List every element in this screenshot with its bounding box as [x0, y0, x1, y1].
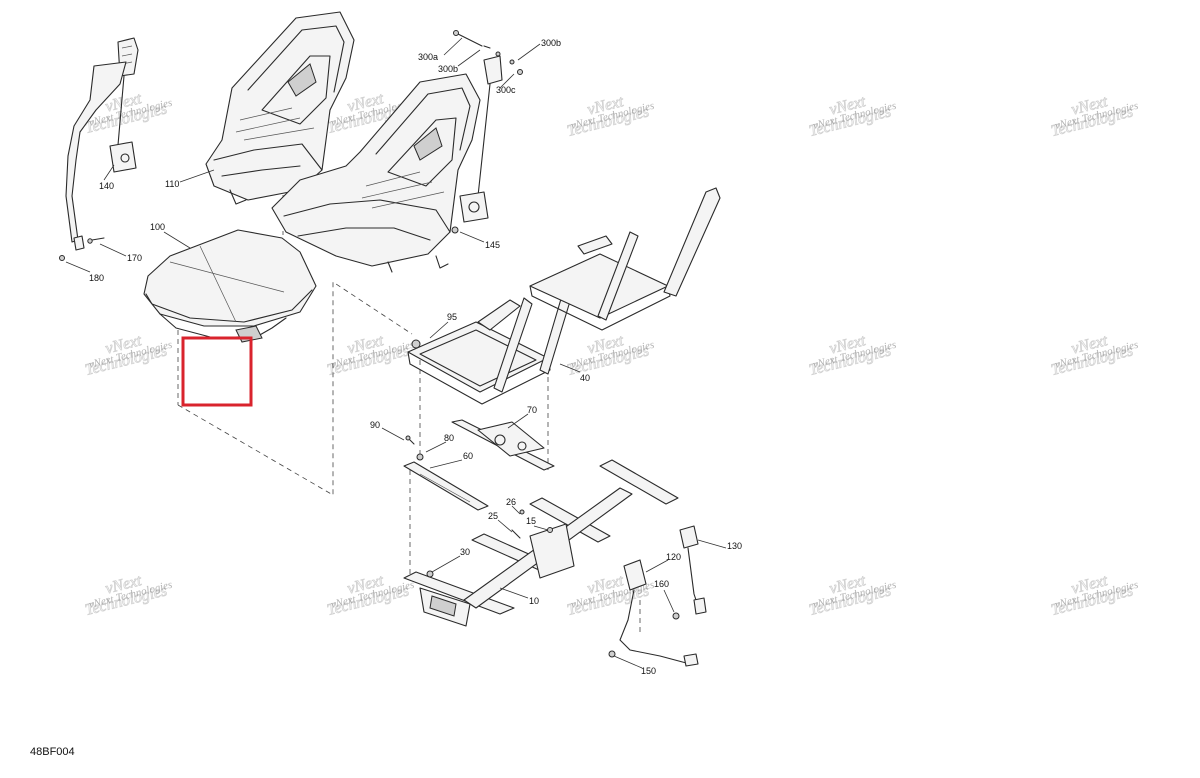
buckle-130 — [672, 525, 707, 620]
bolts-170-180 — [59, 237, 105, 261]
watermark: vNext Technologies vNext Technologies — [325, 572, 416, 620]
callout-80: 80 — [444, 433, 454, 443]
watermark: vNext Technologies vNext Technologies — [807, 572, 898, 620]
watermark: vNext Technologies vNext Technologies — [1049, 93, 1140, 141]
watermark: vNext Technologies vNext Technologies — [83, 572, 174, 620]
callout-30: 30 — [460, 547, 470, 557]
callout-130: 130 — [727, 541, 742, 551]
callouts: 300a 300b 300b 300c 140 110 100 170 180 … — [89, 38, 742, 676]
watermark: vNext Technologies vNext Technologies — [1049, 572, 1140, 620]
callout-95: 95 — [447, 312, 457, 322]
watermark: vNext Technologies vNext Technologies — [83, 332, 174, 380]
callout-40: 40 — [580, 373, 590, 383]
callout-150: 150 — [641, 666, 656, 676]
callout-160: 160 — [654, 579, 669, 589]
seat-right — [271, 73, 481, 273]
callout-120: 120 — [666, 552, 681, 562]
bolts-300 — [453, 30, 523, 75]
seat-left — [205, 11, 355, 205]
callout-100: 100 — [150, 222, 165, 232]
highlight-box — [181, 336, 253, 407]
callout-145: 145 — [485, 240, 500, 250]
callout-110: 110 — [165, 179, 179, 189]
callout-140: 140 — [99, 181, 114, 191]
watermark: vNext Technologies vNext Technologies — [325, 332, 416, 380]
callout-70: 70 — [527, 405, 537, 415]
buckle-120 — [608, 559, 699, 667]
callout-25: 25 — [488, 511, 498, 521]
callout-170: 170 — [127, 253, 142, 263]
callout-180: 180 — [89, 273, 104, 283]
seat-belt-left — [65, 37, 139, 251]
upper-frame — [407, 187, 721, 405]
callout-60: 60 — [463, 451, 473, 461]
callout-10: 10 — [529, 596, 539, 606]
seat-cushion — [143, 229, 317, 343]
callout-15: 15 — [526, 516, 536, 526]
watermark: vNext Technologies vNext Technologies — [807, 332, 898, 380]
watermark: vNext Technologies vNext Technologies — [565, 93, 656, 141]
slide-rail-70 — [451, 419, 555, 471]
retractor-right — [451, 55, 503, 234]
leader-lines — [65, 37, 727, 669]
diagram-code: 48BF004 — [30, 746, 75, 758]
callout-26: 26 — [506, 497, 516, 507]
callout-90: 90 — [370, 420, 380, 430]
callout-300c: 300c — [496, 85, 516, 95]
slide-rail-60 — [403, 435, 489, 511]
callout-300b: 300b — [541, 38, 561, 48]
lower-base — [403, 459, 679, 627]
watermark: vNext Technologies vNext Technologies — [1049, 332, 1140, 380]
watermark: vNext Technologies vNext Technologies — [565, 332, 656, 380]
watermark: vNext Technologies vNext Technologies — [807, 93, 898, 141]
callout-300a: 300a — [418, 52, 438, 62]
callout-300b: 300b — [438, 64, 458, 74]
